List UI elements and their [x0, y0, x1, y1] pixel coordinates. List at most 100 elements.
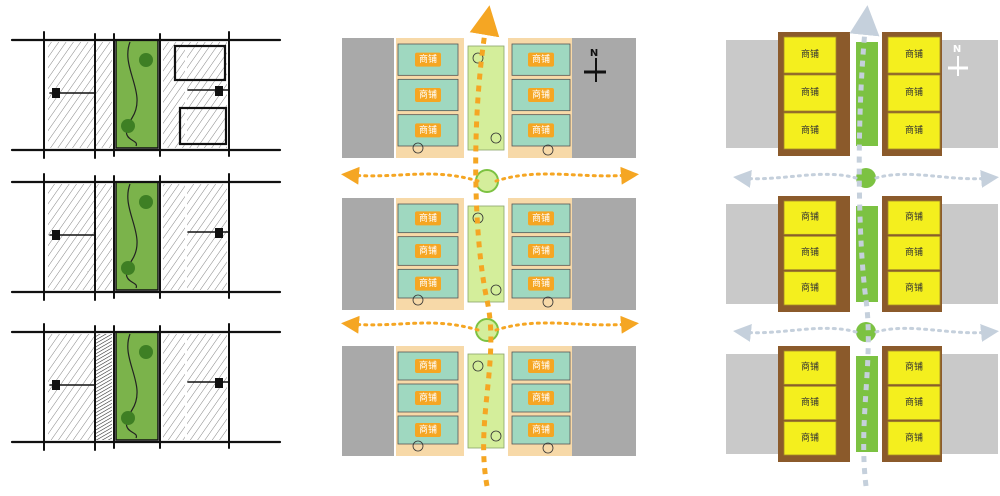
grey-building	[726, 204, 778, 304]
sketch-door	[215, 378, 223, 388]
shop-label: 商铺	[801, 246, 819, 258]
main-flow-arrow	[849, 5, 880, 487]
shop-label: 商铺	[419, 277, 437, 289]
shop-tag	[415, 276, 441, 291]
shop-unit	[887, 385, 941, 421]
roundabout	[856, 322, 876, 342]
tree-symbol	[490, 430, 502, 442]
shop-tag	[415, 244, 441, 258]
shop-tag	[415, 52, 441, 67]
sketch-door	[52, 88, 60, 98]
sketch-block-right-narrow	[163, 184, 185, 290]
shop-tag	[528, 88, 554, 102]
shop-tag	[415, 423, 441, 437]
flow-arrow-west	[341, 315, 480, 334]
shop-unit	[887, 350, 941, 385]
shop-label: 商铺	[532, 424, 550, 436]
shop-label: 商铺	[419, 245, 437, 257]
flow-arrow-west	[733, 169, 858, 188]
tree-symbol	[542, 442, 554, 454]
shop-label: 商铺	[532, 392, 550, 404]
grey-building	[342, 38, 394, 158]
shop-label: 商铺	[419, 212, 437, 224]
plan-block: 商铺商铺商铺商铺商铺商铺	[726, 196, 998, 312]
shop-tag	[528, 359, 554, 373]
sketch-tree	[139, 195, 153, 209]
grey-building	[940, 204, 998, 304]
sketch-block-narrow	[96, 334, 112, 440]
shop-tag	[528, 423, 554, 437]
shop-label: 商铺	[801, 431, 819, 443]
street-plan-orange: 商铺商铺商铺商铺商铺商铺商铺商铺商铺商铺商铺商铺商铺商铺商铺商铺商铺商铺N	[341, 5, 639, 487]
shop-label: 商铺	[801, 281, 819, 293]
plan-block: 商铺商铺商铺商铺商铺商铺	[342, 38, 636, 158]
shop-label: 商铺	[905, 431, 923, 443]
shop-unit	[783, 385, 837, 421]
lawn-strip	[467, 45, 505, 151]
shop-label: 商铺	[905, 396, 923, 408]
shop-label: 商铺	[532, 124, 550, 136]
plan-block: 商铺商铺商铺商铺商铺商铺	[726, 346, 998, 462]
shop-label: 商铺	[905, 86, 923, 98]
flow-arrow-west	[341, 166, 480, 185]
shop-label: 商铺	[419, 124, 437, 136]
shop-label: 商铺	[801, 211, 819, 223]
sketch-tree	[121, 261, 135, 275]
sketch-door	[52, 230, 60, 240]
shop-label: 商铺	[801, 396, 819, 408]
shop-label: 商铺	[532, 245, 550, 257]
sketch-block-narrow	[96, 42, 112, 148]
flow-arrow-east	[874, 169, 999, 188]
tree-symbol	[412, 440, 424, 452]
north-arrow: N	[584, 48, 606, 82]
shop-label: 商铺	[419, 424, 437, 436]
shop-tag	[415, 123, 441, 138]
shop-tag	[415, 211, 441, 226]
shop-label: 商铺	[905, 124, 923, 136]
flow-arrow-west	[733, 323, 858, 342]
shop-label: 商铺	[905, 281, 923, 293]
shop-label: 商铺	[801, 361, 819, 373]
shop-tag	[528, 52, 554, 67]
sketch-path	[125, 183, 138, 289]
north-arrow: N	[948, 44, 968, 76]
shop-label: 商铺	[532, 360, 550, 372]
grey-building	[726, 354, 778, 454]
shop-tag	[528, 211, 554, 226]
main-flow-arrow	[469, 5, 500, 487]
grey-building	[940, 40, 998, 148]
tree-symbol	[542, 144, 554, 156]
green-strip	[856, 356, 878, 452]
shop-unit	[783, 200, 837, 235]
shop-label: 商铺	[905, 48, 923, 60]
shop-label: 商铺	[419, 53, 437, 65]
shop-tag	[528, 276, 554, 291]
shop-unit	[887, 271, 941, 306]
sketch-tree	[121, 411, 135, 425]
plan-block: 商铺商铺商铺商铺商铺商铺	[342, 198, 636, 310]
shop-unit	[783, 271, 837, 306]
sketch-tree	[139, 53, 153, 67]
shop-tag	[415, 391, 441, 405]
shop-label: 商铺	[905, 361, 923, 373]
shop-unit	[783, 350, 837, 385]
shop-unit	[887, 200, 941, 235]
concept-sketches	[10, 31, 282, 451]
shop-unit	[887, 74, 941, 112]
shop-unit	[783, 36, 837, 74]
tree-symbol	[472, 360, 484, 372]
sketch-block-right-narrow	[163, 334, 185, 440]
tree-symbol	[490, 132, 502, 144]
grey-building	[342, 198, 394, 310]
shop-unit	[887, 36, 941, 74]
plan-block: 商铺商铺商铺商铺商铺商铺	[342, 346, 636, 456]
sketch-row	[10, 31, 282, 159]
shop-label: 商铺	[905, 211, 923, 223]
shop-label: 商铺	[532, 89, 550, 101]
plan-block: 商铺商铺商铺商铺商铺商铺	[726, 32, 998, 156]
tree-symbol	[412, 294, 424, 306]
grey-building	[940, 354, 998, 454]
sketch-tree	[139, 345, 153, 359]
tree-symbol	[412, 142, 424, 154]
sketch-path	[125, 333, 138, 439]
